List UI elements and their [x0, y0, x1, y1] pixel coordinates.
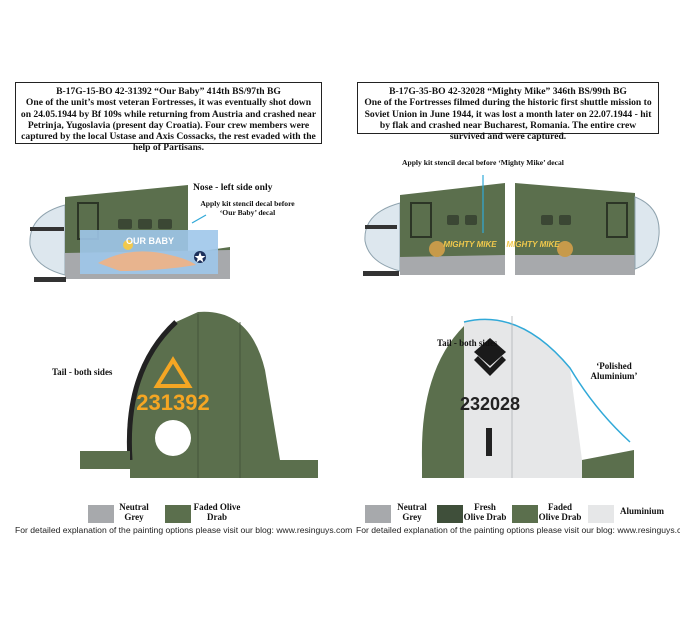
nose-glazing — [364, 202, 401, 272]
right-stencil-note: Apply kit stencil decal before ‘Mighty M… — [402, 158, 564, 167]
swatch-label-faded-olive-drab: Faded Olive Drab — [193, 502, 241, 522]
nose-art-text: OUR BABY — [126, 236, 174, 246]
diamond-marking — [474, 338, 506, 366]
swatch-neutral-grey-right — [365, 505, 391, 523]
insignia-star — [194, 252, 206, 263]
side-window — [559, 215, 571, 225]
right-tail-label: Tail - both sides — [437, 338, 498, 348]
cheek-gun — [365, 225, 397, 229]
polished-edge — [463, 318, 631, 443]
swatch-fresh-olive-drab — [437, 505, 463, 523]
leader-line — [191, 214, 207, 224]
left-stencil-note: Apply kit stencil decal before ‘Our Baby… — [200, 199, 295, 217]
cheek-window — [410, 202, 432, 238]
side-window — [138, 219, 152, 229]
diamond-marking-base — [474, 356, 506, 376]
nose-glazing — [29, 204, 66, 276]
side-window — [465, 215, 477, 225]
swatch-label-faded-olive-drab-right: Faded Olive Drab — [538, 502, 582, 522]
tail-left-stub — [421, 326, 464, 478]
chin-gun — [363, 271, 399, 276]
nose-art-figure — [429, 241, 445, 257]
fuselage-olive-right — [515, 183, 635, 273]
cheek-gun — [30, 227, 64, 231]
nose-glazing-right — [634, 196, 660, 270]
white-circle-marking — [155, 420, 191, 456]
nose-art-text-left: MIGHTY MIKE — [443, 240, 497, 249]
right-caption-title: B-17G-35-BO 42-32028 “Mighty Mike” 346th… — [389, 86, 627, 97]
nose-art-figure-right — [557, 241, 573, 257]
swatch-neutral-grey — [88, 505, 114, 523]
nose-label: Nose - left side only — [193, 182, 273, 193]
right-tail-number: 232028 — [460, 394, 520, 414]
swatch-label-neutral-grey-right: Neutral Grey — [397, 502, 427, 522]
swatch-label-neutral-grey: Neutral Grey — [119, 502, 149, 522]
left-caption-title: B-17G-15-BO 42-31392 “Our Baby” 414th BS… — [56, 86, 281, 97]
chin-gun — [34, 277, 66, 282]
fuselage-grey-right — [515, 255, 635, 275]
cheek-window — [606, 202, 628, 238]
side-window — [118, 219, 132, 229]
left-caption-description: One of the unit’s most veteran Fortresse… — [20, 97, 317, 154]
left-caption-box: B-17G-15-BO 42-31392 “Our Baby” 414th BS… — [15, 82, 322, 153]
side-window — [447, 215, 459, 225]
swatch-faded-olive-drab — [165, 505, 191, 523]
right-nose-illustration: MIGHTY MIKE MIGHTY MIKE — [363, 175, 660, 276]
left-nose-illustration: OUR BABY — [29, 185, 230, 282]
swatch-label-fresh-olive-drab: Fresh Olive Drab — [463, 502, 507, 522]
nose-art-figure — [98, 251, 196, 271]
left-tail-illustration: 231392 — [80, 311, 318, 478]
tail-fin-aluminium — [464, 319, 634, 478]
left-tail-label: Tail - both sides — [52, 367, 113, 377]
side-window — [541, 215, 553, 225]
fuselage-olive-left — [400, 183, 505, 273]
right-caption-box: B-17G-35-BO 42-32028 “Mighty Mike” 346th… — [357, 82, 659, 142]
right-caption-description: One of the Fortresses filmed during the … — [364, 97, 652, 143]
left-tail-number: 231392 — [136, 390, 209, 415]
right-tail-illustration: 232028 — [421, 316, 634, 478]
nose-art-hair — [123, 240, 133, 250]
left-footer-note: For detailed explanation of the painting… — [15, 525, 353, 535]
nose-art-text-right: MIGHTY MIKE — [506, 240, 560, 249]
tailplane-right — [582, 450, 634, 478]
swatch-faded-olive-drab-right — [512, 505, 538, 523]
tail-leading-edge — [126, 320, 178, 461]
tail-bar-marking — [486, 428, 492, 456]
aluminium-note: ‘Polished Aluminium’ — [590, 361, 638, 381]
side-window — [158, 219, 172, 229]
right-footer-note: For detailed explanation of the painting… — [356, 525, 680, 535]
fuselage-grey-left — [400, 255, 505, 275]
swatch-label-aluminium: Aluminium — [619, 506, 664, 516]
swatch-aluminium — [588, 505, 614, 523]
group-triangle-marking — [153, 356, 193, 388]
